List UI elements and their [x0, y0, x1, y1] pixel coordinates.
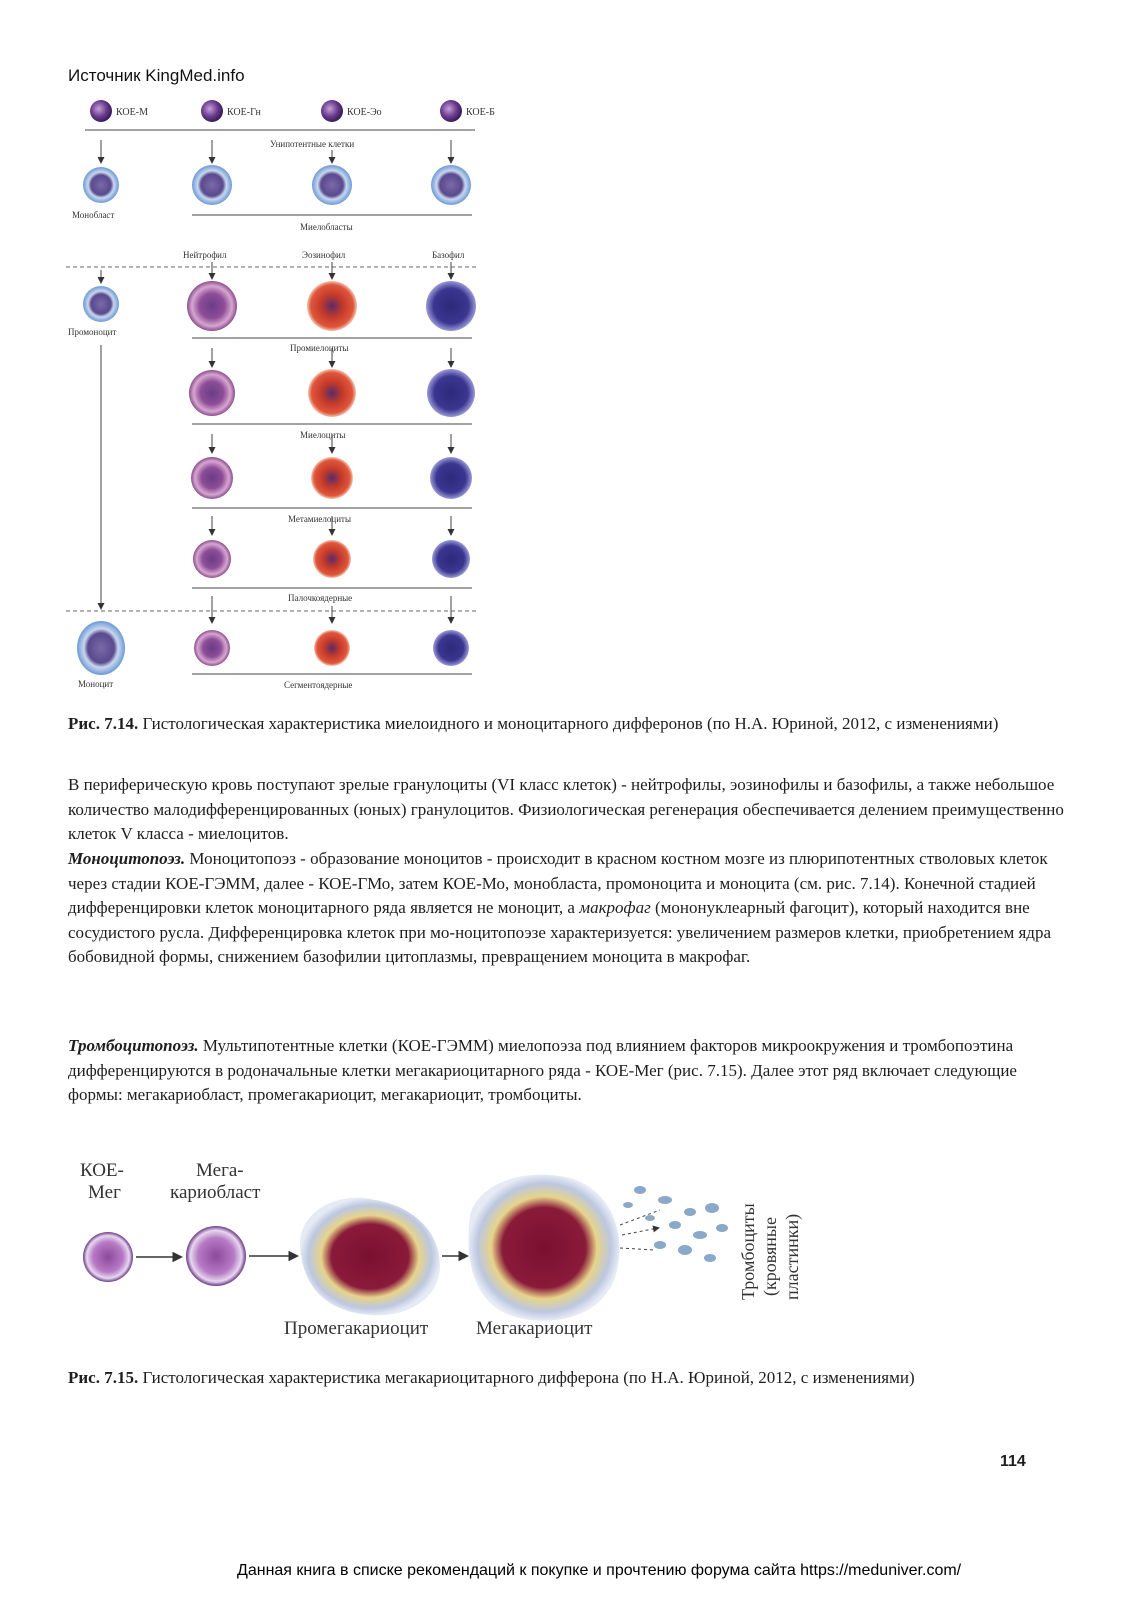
metamyelocyte-eosinophil-cell-icon	[311, 457, 353, 499]
platelets-label-line1: Тромбоциты	[738, 1203, 758, 1300]
promyelocyte-eosinophil-cell-icon	[307, 281, 357, 331]
macrophage-term: макрофаг	[579, 898, 651, 918]
promegakaryocyte-label: Промегакариоцит	[284, 1318, 429, 1339]
myeloblast-eosinophil-cell-icon	[312, 165, 352, 205]
paragraph-granulocytes: В периферическую кровь поступают зрелые …	[68, 775, 1064, 844]
promyelocyte-neutrophil-cell-icon	[187, 281, 237, 331]
paragraph-thrombocytopoiesis: Тромбоцитопоэз. Мультипотентные клетки (…	[68, 1034, 1068, 1108]
blast-row	[83, 165, 471, 205]
monoblast-label: Монобласт	[72, 210, 114, 220]
koe-m-label: КОЕ-М	[116, 107, 148, 118]
band-neutrophil-cell-icon	[193, 540, 231, 578]
monocytopoiesis-term: Моноцитопоэз.	[68, 849, 186, 868]
megakaryocyte-label: Мегакариоцит	[476, 1318, 593, 1339]
koe-meg-label-line2: Мег	[88, 1182, 121, 1203]
unipotent-label: Унипотентные клетки	[270, 139, 354, 149]
segmented-label: Сегментоядерные	[284, 680, 352, 690]
koe-b-cell-icon	[440, 100, 462, 122]
neutrophil-label: Нейтрофил	[183, 250, 227, 260]
thrombocytopoiesis-term: Тромбоцитопоэз.	[68, 1036, 199, 1055]
figure-7-15-caption: Рис. 7.15. Гистологическая характеристик…	[68, 1366, 1058, 1390]
monocytopoiesis-text-a: Моноцитопоэз - образование моноцитов - п…	[68, 849, 1048, 918]
promegakaryocyte-cell-icon	[300, 1197, 440, 1316]
platelets-icon	[623, 1186, 728, 1262]
source-label: Источник KingMed.info	[68, 66, 245, 85]
figure-7-14-caption: Рис. 7.14. Гистологическая характеристик…	[68, 712, 1058, 736]
basophil-label: Базофил	[432, 250, 465, 260]
metamyelocyte-neutrophil-cell-icon	[191, 457, 233, 499]
figure-7-15-caption-number: Рис. 7.15.	[68, 1368, 139, 1387]
promyelocyte-basophil-cell-icon	[426, 281, 476, 331]
myelocytes-label: Миелоциты	[300, 430, 345, 440]
promyelocytes-label: Промиелоциты	[290, 343, 348, 353]
myeloblasts-label: Миелобласты	[300, 222, 353, 232]
myeloblast-neutrophil-cell-icon	[192, 165, 232, 205]
figure-7-14-caption-number: Рис. 7.14.	[68, 714, 139, 733]
myelocyte-eosinophil-cell-icon	[308, 369, 356, 417]
myelocyte-basophil-cell-icon	[427, 369, 475, 417]
promonocyte-cell-icon	[83, 286, 119, 322]
koe-meg-label-line1: КОЕ-	[80, 1160, 124, 1181]
monocyte-label: Моноцит	[78, 679, 113, 689]
eosinophil-label: Эозинофил	[302, 250, 346, 260]
promonocyte-label: Промоноцит	[68, 327, 116, 337]
metamyelocytes-label: Метамиелоциты	[288, 514, 351, 524]
monocytopoiesis-text-b: (мононуклеарный фагоцит), который находи…	[68, 898, 1052, 967]
monoblast-cell-icon	[83, 167, 119, 203]
koe-row: КОЕ-М КОЕ-Гн КОЕ-Эо КОЕ-Б	[85, 100, 495, 131]
myeloblast-basophil-cell-icon	[431, 165, 471, 205]
platelets-label-line3: пластинки)	[782, 1214, 803, 1300]
figure-7-15-caption-text: Гистологическая характеристика мегакарио…	[138, 1368, 915, 1387]
page-number: 114	[1000, 1453, 1026, 1470]
figure-7-14-caption-text: Гистологическая характеристика миелоидно…	[138, 714, 999, 733]
megakaryoblast-label-line1: Мега-	[196, 1160, 244, 1181]
segmented-basophil-cell-icon	[433, 630, 469, 666]
paragraph-monocytopoiesis: Моноцитопоэз. Моноцитопоэз - образование…	[68, 847, 1068, 970]
footer-note: Данная книга в списке рекомендаций к пок…	[237, 1562, 962, 1579]
band-eosinophil-cell-icon	[313, 540, 351, 578]
koe-gn-label: КОЕ-Гн	[227, 107, 261, 118]
megakaryocyte-cell-icon	[468, 1174, 620, 1321]
segmented-eosinophil-cell-icon	[314, 630, 350, 666]
band-basophil-cell-icon	[432, 540, 470, 578]
myelocyte-neutrophil-cell-icon	[189, 370, 235, 416]
koe-meg-cell-icon	[83, 1232, 133, 1282]
koe-eo-label: КОЕ-Эо	[347, 107, 382, 118]
megakaryoblast-label-line2: кариобласт	[170, 1182, 261, 1203]
monocyte-cell-icon	[77, 621, 125, 675]
metamyelocyte-basophil-cell-icon	[430, 457, 472, 499]
band-label: Палочкоядерные	[288, 593, 352, 603]
koe-m-cell-icon	[90, 100, 112, 122]
koe-gn-cell-icon	[201, 100, 223, 122]
koe-b-label: КОЕ-Б	[466, 107, 495, 118]
segmented-neutrophil-cell-icon	[194, 630, 230, 666]
koe-eo-cell-icon	[321, 100, 343, 122]
platelets-label-line2: (кровяные	[760, 1217, 781, 1296]
thrombocytopoiesis-text: Мультипотентные клетки (КОЕ-ГЭММ) миелоп…	[68, 1036, 1017, 1105]
megakaryoblast-cell-icon	[186, 1226, 246, 1286]
